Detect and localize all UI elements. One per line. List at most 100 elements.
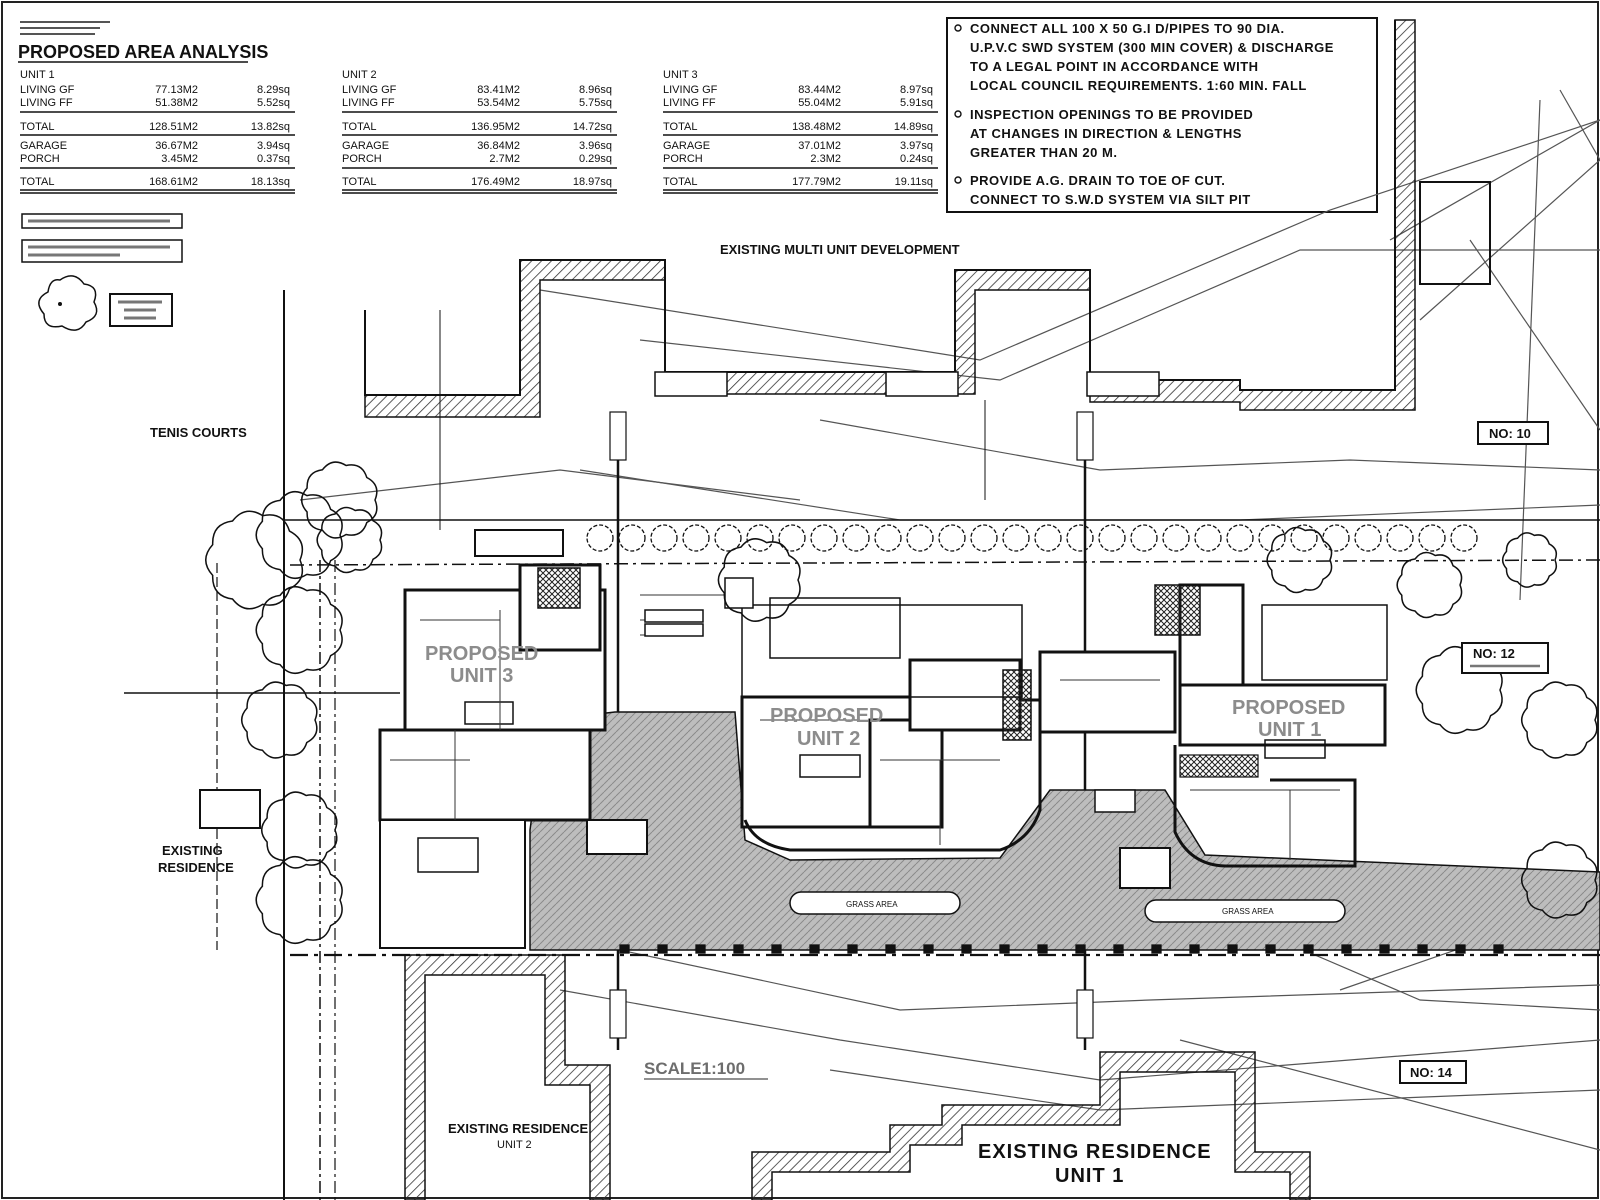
shrub-icon [1226, 524, 1254, 552]
hedge-row [586, 524, 1504, 954]
row-label: LIVING FF [20, 97, 73, 109]
shrub-icon [586, 524, 614, 552]
tree-removal-tags [199, 529, 1171, 889]
note-line: AT CHANGES IN DIRECTION & LENGTHS [970, 126, 1242, 141]
row-sq: 19.11sq [895, 176, 933, 188]
grass-area-left [789, 891, 961, 915]
row-label: PORCH [20, 153, 60, 165]
drainage-notes: CONNECT ALL 100 X 50 G.I D/PIPES TO 90 D… [954, 21, 1334, 207]
note-line: CONNECT ALL 100 X 50 G.I D/PIPES TO 90 D… [970, 21, 1285, 36]
row-label: GARAGE [342, 140, 389, 152]
area-analysis-title: PROPOSED AREA ANALYSIS [18, 42, 268, 62]
drainage-notes-box [946, 17, 1378, 213]
shrub-icon [650, 524, 678, 552]
tree-icon [316, 506, 383, 574]
fence-post-icon [1189, 944, 1200, 954]
tree-icon [1520, 841, 1598, 919]
fence-post-icon [923, 944, 934, 954]
unit-1-building [1038, 583, 1388, 868]
legend [21, 213, 183, 331]
unit-heading: UNIT 1 [20, 69, 55, 81]
tree-icon [255, 855, 343, 945]
shrub-icon [746, 524, 774, 552]
note-line: PROVIDE A.G. DRAIN TO TOE OF CUT. [970, 173, 1225, 188]
shrub-icon [1450, 524, 1478, 552]
note-line: U.P.V.C SWD SYSTEM (300 MIN COVER) & DIS… [970, 40, 1334, 55]
proposed-unit-3-label-2: UNIT 3 [450, 665, 513, 687]
fence-post-icon [771, 944, 782, 954]
row-sq: 3.97sq [900, 140, 933, 152]
row-sq: 0.37sq [257, 153, 290, 165]
row-sq: 5.52sq [257, 97, 290, 109]
row-m2: 3.45M2 [161, 153, 198, 165]
lot-no-10: NO: 10 [1489, 426, 1531, 441]
shrub-icon [906, 524, 934, 552]
row-sq: 3.96sq [579, 140, 612, 152]
fence-post-icon [1379, 944, 1390, 954]
tree-icon [205, 510, 304, 610]
row-sq: 8.29sq [257, 84, 290, 96]
shrub-icon [618, 524, 646, 552]
row-m2: 177.79M2 [792, 176, 841, 188]
row-label: LIVING FF [663, 97, 716, 109]
existing-multi-unit-outline: NO: 10 [364, 19, 1549, 445]
fence-post-icon [1037, 944, 1048, 954]
unit-3-building [378, 563, 607, 949]
shrub-icon [1354, 524, 1382, 552]
row-m2: 83.41M2 [477, 84, 520, 96]
existing-residence-left-label-2: RESIDENCE [158, 860, 234, 875]
lot-number-tag [1461, 642, 1549, 674]
tree-icon [1396, 551, 1463, 619]
shrub-icon [778, 524, 806, 552]
existing-residence-unit-1-sub: UNIT 1 [1055, 1165, 1124, 1187]
tree-icon [717, 538, 801, 622]
existing-residence-left-label: EXISTING [162, 843, 223, 858]
proposed-unit-3-label: PROPOSED [425, 643, 538, 665]
existing-residence-unit-1-outline [751, 1051, 1311, 1200]
area-analysis: PROPOSED AREA ANALYSIS [18, 42, 268, 63]
shrub-icon [810, 524, 838, 552]
fence-post-icon [695, 944, 706, 954]
fence-post-icon [1227, 944, 1238, 954]
row-m2: 128.51M2 [149, 121, 198, 133]
row-sq: 14.89sq [894, 121, 933, 133]
row-sq: 18.13sq [251, 176, 290, 188]
shrub-icon [1130, 524, 1158, 552]
shrub-icon [1418, 524, 1446, 552]
row-m2: 55.04M2 [798, 97, 841, 109]
row-m2: 2.3M2 [810, 153, 841, 165]
shrub-icon [842, 524, 870, 552]
shrub-icon [1258, 524, 1286, 552]
lot-number-tag [1399, 1060, 1467, 1084]
tree-icon [255, 585, 343, 675]
tree-icon [1520, 681, 1598, 759]
fence-post-icon [1341, 944, 1352, 954]
grass-area-right [1144, 899, 1346, 923]
unit-heading: UNIT 3 [663, 69, 698, 81]
unit-heading: UNIT 2 [342, 69, 377, 81]
row-label: TOTAL [663, 176, 697, 188]
row-label: TOTAL [342, 121, 376, 133]
unit-2-building [740, 597, 1042, 852]
row-label: PORCH [663, 153, 703, 165]
row-sq: 8.96sq [579, 84, 612, 96]
shrub-icon [874, 524, 902, 552]
row-label: LIVING FF [342, 97, 395, 109]
row-label: TOTAL [342, 176, 376, 188]
row-m2: 138.48M2 [792, 121, 841, 133]
shrub-icon [682, 524, 710, 552]
row-m2: 77.13M2 [155, 84, 198, 96]
row-label: LIVING GF [342, 84, 397, 96]
title-block-small [20, 21, 110, 35]
row-sq: 18.97sq [573, 176, 612, 188]
tree-icon [300, 461, 378, 539]
row-m2: 37.01M2 [798, 140, 841, 152]
row-sq: 5.91sq [900, 97, 933, 109]
tree-remove-tag-icon [109, 293, 173, 327]
note-line: TO A LEGAL POINT IN ACCORDANCE WITH [970, 59, 1259, 74]
shrub-icon [1066, 524, 1094, 552]
